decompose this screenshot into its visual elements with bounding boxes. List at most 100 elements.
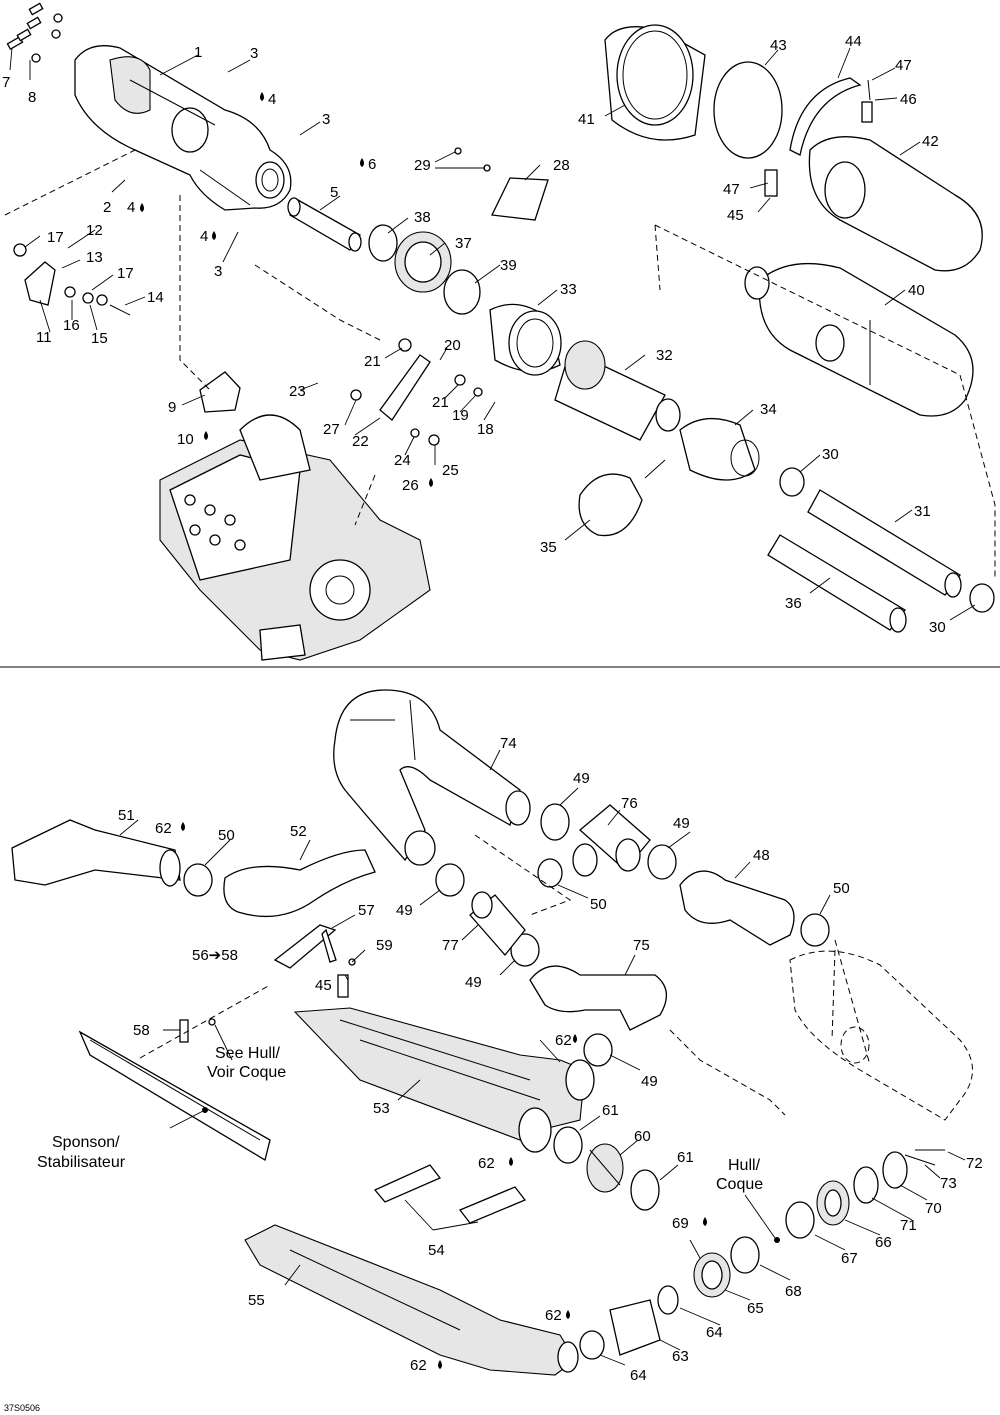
ring-35 [578,473,643,537]
clamp-64-b [657,1285,679,1315]
hose-52 [223,849,376,918]
lubricant-drop-icon [181,822,707,1369]
clamp-49-e [583,1033,613,1067]
callout-49b: 49 [673,815,690,832]
cover-41 [604,24,706,141]
callout-27: 27 [323,421,340,438]
resonator-60 [586,1143,624,1193]
callout-24: 24 [394,452,411,469]
callout-3c: 3 [214,263,222,280]
callout-60: 60 [634,1128,651,1145]
callout-64a: 64 [630,1367,647,1384]
callout-50a: 50 [218,827,235,844]
callout-53: 53 [373,1100,390,1117]
ring-71 [853,1166,879,1204]
callout-49e: 49 [641,1073,658,1090]
clamp-49-a [435,863,465,897]
callout-50b: 50 [590,896,607,913]
callout-47a: 47 [895,57,912,74]
callout-62c: 62 [478,1155,495,1172]
clamp-50-mid [537,858,563,888]
tube-36 [767,534,907,633]
callout-10: 10 [177,431,194,448]
callout-3b: 3 [322,111,330,128]
hull-point [774,1237,780,1243]
pipe-53 [293,1007,595,1153]
bracket-22 [350,338,483,446]
callout-57: 57 [358,902,375,919]
callout-73: 73 [940,1175,957,1192]
callout-54: 54 [428,1242,445,1259]
pad-54-b [458,1186,527,1224]
callout-71: 71 [900,1217,917,1234]
sponson-guide-line [139,984,271,1059]
callout-44: 44 [845,33,862,50]
clamp-49-b [540,803,570,841]
callout-7: 7 [2,74,10,91]
pipe-77 [469,891,526,957]
gasket-9 [199,371,241,413]
callout-17a: 17 [47,229,64,246]
callout-46: 46 [900,91,917,108]
callout-17b: 17 [117,265,134,282]
callout-38: 38 [414,209,431,226]
callout-76: 76 [621,795,638,812]
callout-26: 26 [402,477,419,494]
callout-51: 51 [118,807,135,824]
clamp-50-left [183,863,213,897]
callout-49c: 49 [396,902,413,919]
ring-43 [713,61,783,159]
hose-31 [807,489,962,598]
elbow-75 [529,965,667,1031]
sponson-note-line1: Sponson/ [52,1134,120,1151]
callout-66: 66 [875,1234,892,1251]
callout-28: 28 [553,157,570,174]
see-hull-note-line1: See Hull/ [215,1045,280,1062]
heat-shield-28 [491,177,549,221]
callout-9: 9 [168,399,176,416]
pipe-55 [244,1224,579,1376]
callout-29: 29 [414,157,431,174]
callout-15: 15 [91,330,108,347]
callout-32: 32 [656,347,673,364]
sponson-note-line2: Stabilisateur [37,1154,126,1171]
ring-68 [730,1236,760,1274]
sleeve-37 [394,231,452,293]
callout-62b: 62 [555,1032,572,1049]
callout-13: 13 [86,249,103,266]
callout-3a: 3 [250,45,258,62]
callout-45b: 45 [315,977,332,994]
callout-31: 31 [914,503,931,520]
callout-42: 42 [922,133,939,150]
callout-56-58: 56➔58 [192,947,238,964]
clamp-61-b [630,1169,660,1211]
strap-44 [789,77,862,156]
top-guide-lines [4,149,996,580]
callout-45a: 45 [727,207,744,224]
callout-72: 72 [966,1155,983,1172]
callout-30b: 30 [929,619,946,636]
pipe-74 [333,689,531,866]
ring-67 [785,1201,815,1239]
callout-59: 59 [376,937,393,954]
water-box-42 [808,136,983,272]
callout-1: 1 [194,44,202,61]
bottom-callout-labels: 48 49 49 49 49 49 50 50 50 51 52 53 54 5… [4,735,983,1413]
callout-62d: 62 [545,1307,562,1324]
callout-25: 25 [442,462,459,479]
callout-43: 43 [770,37,787,54]
callout-55: 55 [248,1292,265,1309]
water-box-outline [789,949,973,1121]
fastener-29 [454,147,491,172]
callout-49d: 49 [465,974,482,991]
muffler-32 [554,340,681,441]
clamp-49-c [647,844,677,880]
callout-5: 5 [330,184,338,201]
callout-63: 63 [672,1348,689,1365]
bottom-leader-lines [119,749,966,1366]
bracket-11 [13,243,131,316]
callout-49a: 49 [573,770,590,787]
callout-19: 19 [452,407,469,424]
tee-fitting-76 [572,804,651,877]
